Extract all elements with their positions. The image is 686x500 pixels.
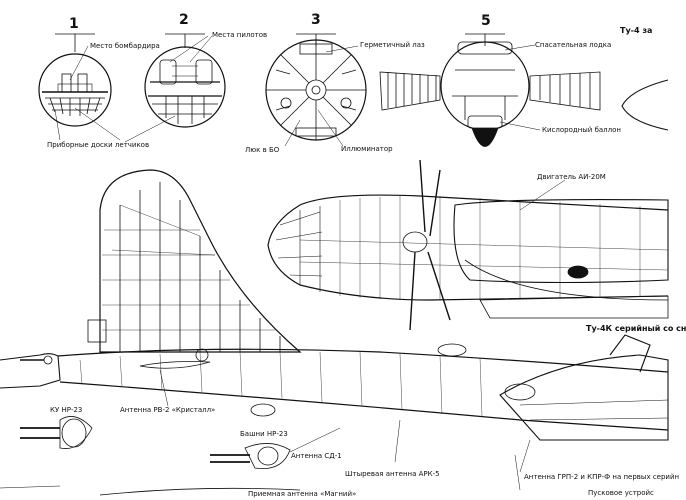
cross-section-2 — [144, 33, 226, 128]
section-number-5: 5 — [481, 13, 491, 29]
label-instrument-panels: Приборные доски летчиков — [47, 141, 150, 149]
label-ku-nr23: КУ НР-23 — [50, 406, 83, 414]
section-number-3: 3 — [311, 12, 321, 28]
rear-fuselage — [0, 334, 669, 441]
section-number-2: 2 — [179, 12, 189, 28]
label-bombardier-seat: Место бомбардира — [90, 42, 160, 50]
label-rescue-boat: Спасательная лодка — [535, 41, 612, 49]
label-hatch-bo: Люк в БО — [245, 146, 280, 154]
label-antenna-sd1: Антенна СД-1 — [291, 452, 342, 460]
label-launch-device: Пусковое устройс — [588, 489, 654, 497]
label-antenna-rv2: Антенна РВ-2 «Кристалл» — [120, 406, 216, 414]
leader-lines-top — [54, 35, 566, 211]
label-engine: Двигатель АИ-20М — [537, 173, 606, 181]
label-antenna-ark5: Штыревая антенна АРК-5 — [345, 470, 440, 478]
leader-lines-bottom — [159, 369, 531, 491]
technical-drawing — [0, 33, 669, 496]
label-hermetic-hatch: Герметичный лаз — [360, 41, 425, 49]
forward-fuselage — [267, 159, 669, 331]
heading-tu4k-serial: Ту-4К серийный со сн — [586, 324, 686, 333]
cross-section-5 — [379, 33, 601, 147]
cross-section-1 — [38, 33, 112, 127]
tail-fin — [87, 169, 302, 353]
label-antenna-grp2: Антенна ГРП-2 и КПР-Ф на первых серийн — [524, 473, 680, 481]
label-oxygen-tank: Кислородный баллон — [542, 126, 621, 134]
label-turrets-nr23: Башни НР-23 — [240, 430, 288, 438]
heading-tu4: Ту-4 за — [620, 26, 653, 35]
cross-section-3 — [265, 33, 367, 141]
label-pilot-seats: Места пилотов — [212, 31, 268, 39]
label-porthole: Иллюминатор — [341, 145, 393, 153]
turret-nr23 — [210, 443, 291, 469]
drawing-sheet: 1 2 3 5 Ту-4 за Ту-4К серийный со сн Мес… — [0, 12, 686, 498]
section-number-1: 1 — [69, 16, 79, 32]
label-receive-antenna: Приемная антенна «Магний» — [248, 490, 357, 498]
turret-ku-nr23 — [20, 416, 93, 449]
